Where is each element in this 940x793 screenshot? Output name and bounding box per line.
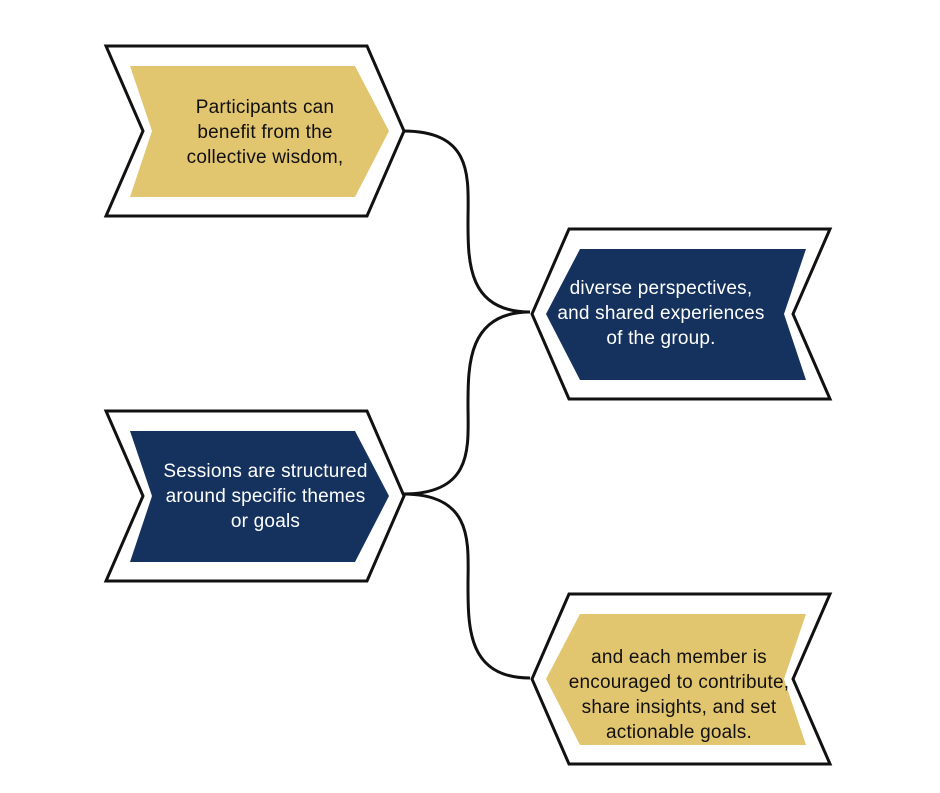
chevron-fill-4 (546, 614, 806, 745)
connector-n3-n2 (402, 310, 531, 496)
chevron-node-3 (103, 409, 406, 583)
chevron-fill-1 (130, 66, 389, 197)
chevron-node-2 (530, 227, 833, 401)
chevron-node-4 (530, 592, 833, 766)
chevron-fill-3 (130, 431, 389, 562)
chevron-node-1 (103, 44, 406, 218)
connector-n3-n4 (402, 492, 531, 680)
connector-n1-n2 (402, 129, 531, 314)
chevron-fill-2 (546, 249, 806, 380)
node-1-text: Participants can benefit from the collec… (186, 97, 344, 168)
node-4-text: and each member is encouraged to contrib… (568, 647, 790, 743)
node-3-text: Sessions are structured around specific … (163, 460, 368, 532)
node-2-text: diverse perspectives, and shared experie… (557, 278, 765, 349)
